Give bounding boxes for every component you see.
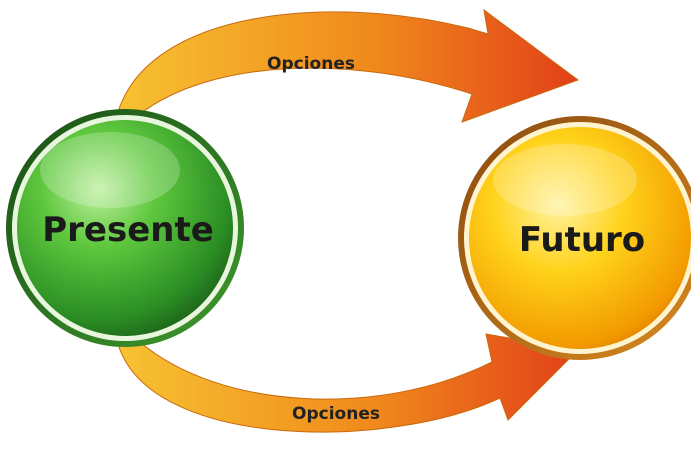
edge-label-top: Opciones: [267, 54, 355, 74]
arrow-top: [117, 8, 580, 123]
edge-label-bottom: Opciones: [292, 404, 380, 424]
node-presente: Presente: [6, 109, 244, 347]
node-presente-label: Presente: [42, 210, 214, 250]
node-futuro: Futuro: [458, 116, 691, 360]
node-futuro-label: Futuro: [519, 220, 645, 260]
arrow-bottom: [117, 333, 580, 433]
